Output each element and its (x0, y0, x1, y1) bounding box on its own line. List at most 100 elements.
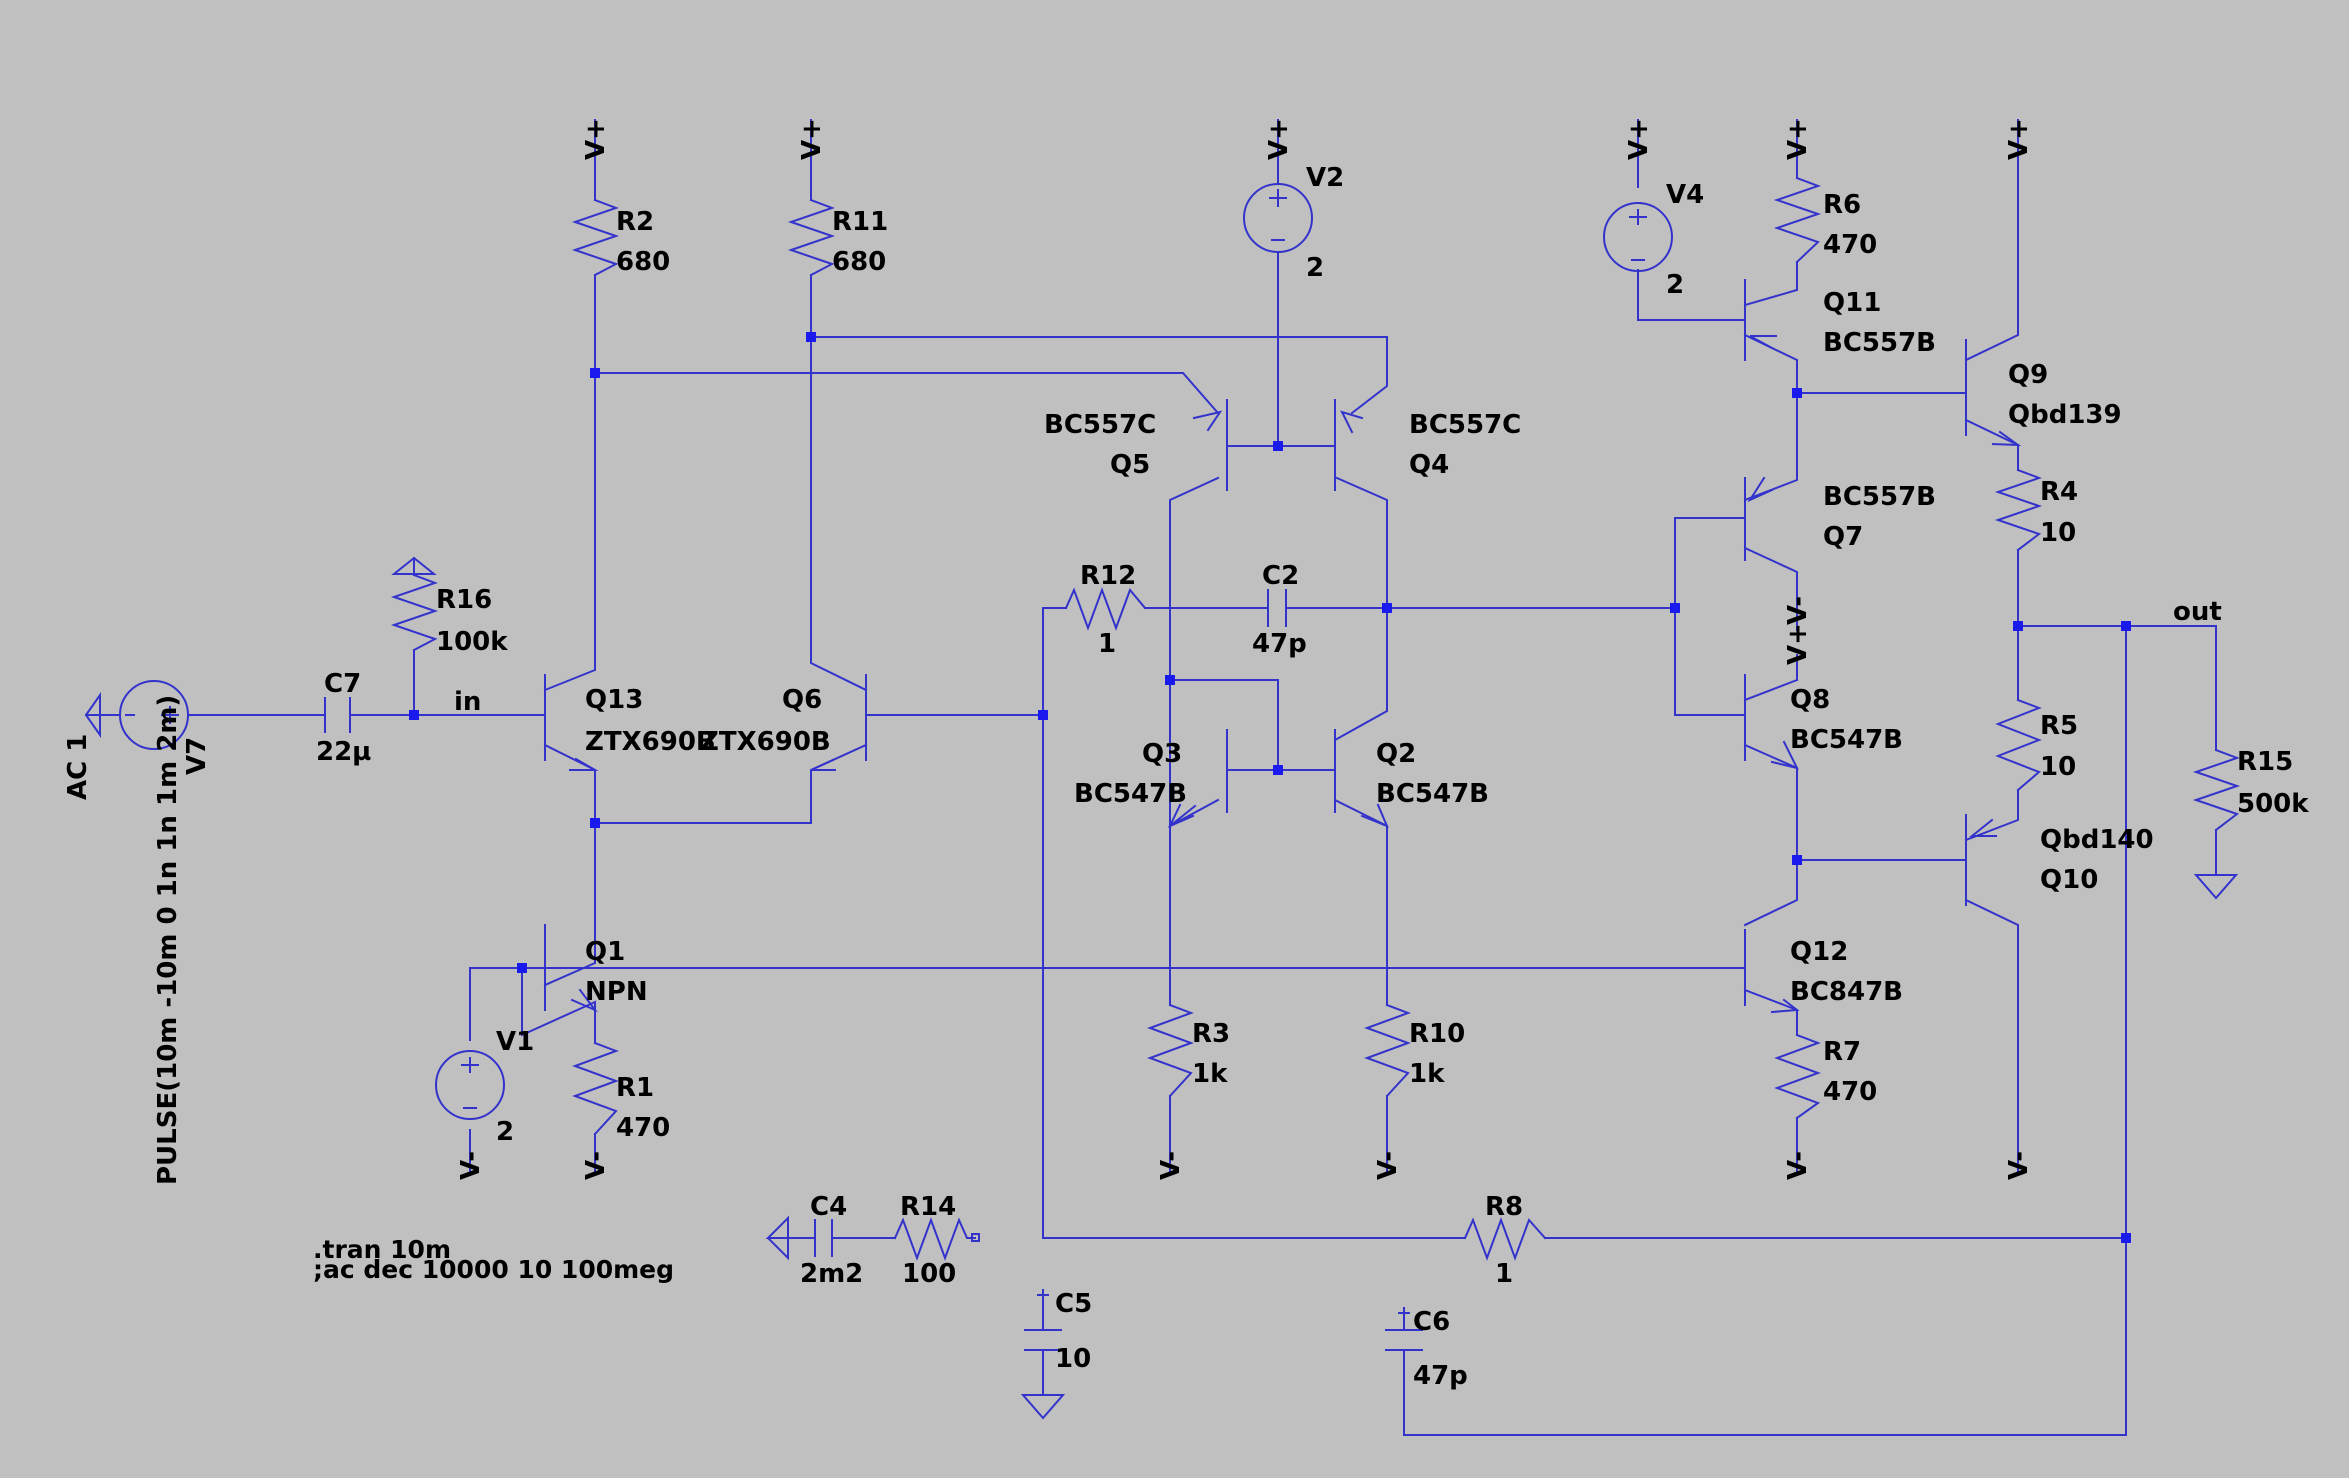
q10-name: Q10 (2040, 865, 2098, 895)
c7-name: C7 (324, 669, 361, 699)
v7-name: V7 (182, 737, 212, 775)
q11-model: BC557B (1823, 328, 1936, 358)
q4-name: Q4 (1409, 450, 1449, 480)
directive-tran: .tran 10m (313, 1235, 451, 1264)
ground-r15-icon (2193, 874, 2239, 900)
r5-name: R5 (2040, 711, 2078, 741)
q1-name: Q1 (585, 937, 625, 967)
resistor-r2 (571, 198, 620, 277)
q4-model: BC557C (1409, 410, 1521, 440)
v7-value: PULSE(10m -10m 0 1n 1n 1m 2m) (153, 695, 183, 1185)
resistor-r3 (1147, 1003, 1194, 1098)
v1-value: 2 (496, 1117, 514, 1147)
r15-name: R15 (2237, 747, 2293, 777)
voltage-source-v7 (99, 680, 189, 750)
r11-name: R11 (832, 207, 888, 237)
c4-name: C4 (810, 1192, 847, 1222)
resistor-r8 (1463, 1217, 1547, 1261)
vminus-label: V- (1373, 1151, 1403, 1180)
spice-directives: .tran 10m ;ac dec 10000 10 100meg (313, 1235, 674, 1284)
r7-name: R7 (1823, 1037, 1861, 1067)
v1-name: V1 (496, 1027, 534, 1057)
resistor-r10 (1364, 1003, 1411, 1098)
vplus-label: V+ (1783, 118, 1813, 160)
r5-value: 10 (2040, 752, 2076, 782)
v4-name: V4 (1666, 180, 1704, 210)
transistors (544, 279, 2022, 1014)
q9-model: Qbd139 (2008, 400, 2122, 430)
q5-model: BC557C (1044, 410, 1156, 440)
r16-value: 100k (436, 627, 508, 657)
c4-value: 2m2 (800, 1259, 863, 1289)
v7-ac-label: AC 1 (63, 734, 93, 800)
power-flags (84, 119, 2239, 1420)
vminus-label: V- (2004, 1151, 2034, 1180)
r4-value: 10 (2040, 518, 2076, 548)
q12-model: BC847B (1790, 977, 1903, 1007)
q9-name: Q9 (2008, 360, 2048, 390)
resistor-r15 (2192, 748, 2241, 832)
vminus-label: V- (1783, 1151, 1813, 1180)
resistors (390, 176, 2241, 1261)
c5-value: 10 (1055, 1344, 1091, 1374)
v2-name: V2 (1306, 163, 1344, 193)
v4-value: 2 (1666, 270, 1684, 300)
r3-value: 1k (1192, 1059, 1228, 1089)
r12-value: 1 (1098, 629, 1116, 659)
ground-r16-icon (391, 556, 437, 575)
vminus-flags (469, 1154, 2019, 1176)
r16-name: R16 (436, 585, 492, 615)
r6-value: 470 (1823, 230, 1877, 260)
q11-name: Q11 (1823, 288, 1881, 318)
open-terminal (971, 1233, 980, 1242)
r1-name: R1 (616, 1073, 654, 1103)
vplus-label: V+ (1264, 118, 1294, 160)
r8-value: 1 (1495, 1259, 1513, 1289)
ground-c4-icon (765, 1215, 789, 1261)
polarity-c6 (1398, 1307, 1410, 1331)
resistor-r12 (1064, 587, 1147, 631)
r7-value: 470 (1823, 1077, 1877, 1107)
ground-c5-icon (1020, 1394, 1066, 1420)
r10-value: 1k (1409, 1059, 1445, 1089)
q12-name: Q12 (1790, 937, 1848, 967)
q10-model: Qbd140 (2040, 825, 2154, 855)
resistor-r1 (572, 1041, 619, 1136)
c7-value: 22µ (316, 737, 371, 767)
junctions (409, 332, 2131, 1243)
capacitor-c4 (814, 1219, 833, 1257)
q5-name: Q5 (1110, 450, 1150, 480)
component-labels: R2 680 R11 680 R16 100k C7 22µ in Q13 ZT… (63, 163, 2309, 1391)
vplus-label: V+ (1783, 623, 1813, 665)
q2-name: Q2 (1376, 739, 1416, 769)
r1-value: 470 (616, 1113, 670, 1143)
vplus-label: V+ (2004, 118, 2034, 160)
capacitor-c2 (1267, 589, 1287, 627)
resistor-r5 (1995, 698, 2042, 792)
r8-name: R8 (1485, 1192, 1523, 1222)
c2-name: C2 (1262, 561, 1299, 591)
vminus-label: V- (456, 1151, 486, 1180)
directive-ac: ;ac dec 10000 10 100meg (313, 1255, 674, 1284)
voltage-source-v4 (1603, 202, 1673, 272)
r10-name: R10 (1409, 1019, 1465, 1049)
q8-model: BC547B (1790, 725, 1903, 755)
q3-model: BC547B (1074, 779, 1187, 809)
r14-value: 100 (902, 1259, 956, 1289)
c6-name: C6 (1413, 1307, 1450, 1337)
r6-name: R6 (1823, 190, 1861, 220)
v2-value: 2 (1306, 253, 1324, 283)
net-out-label: out (2173, 597, 2222, 627)
resistor-r4 (1994, 468, 2043, 552)
q3-name: Q3 (1142, 739, 1182, 769)
c5-name: C5 (1055, 1289, 1092, 1319)
r3-name: R3 (1192, 1019, 1230, 1049)
q13-name: Q13 (585, 685, 643, 715)
q8-name: Q8 (1790, 685, 1830, 715)
rail-labels: V+ V+ V+ V+ V+ V+ V+ V- V- V- V- V- V- V… (456, 118, 2034, 1180)
r2-name: R2 (616, 207, 654, 237)
sources (99, 161, 1673, 1120)
r11-value: 680 (832, 247, 886, 277)
capacitor-c7 (324, 697, 351, 733)
